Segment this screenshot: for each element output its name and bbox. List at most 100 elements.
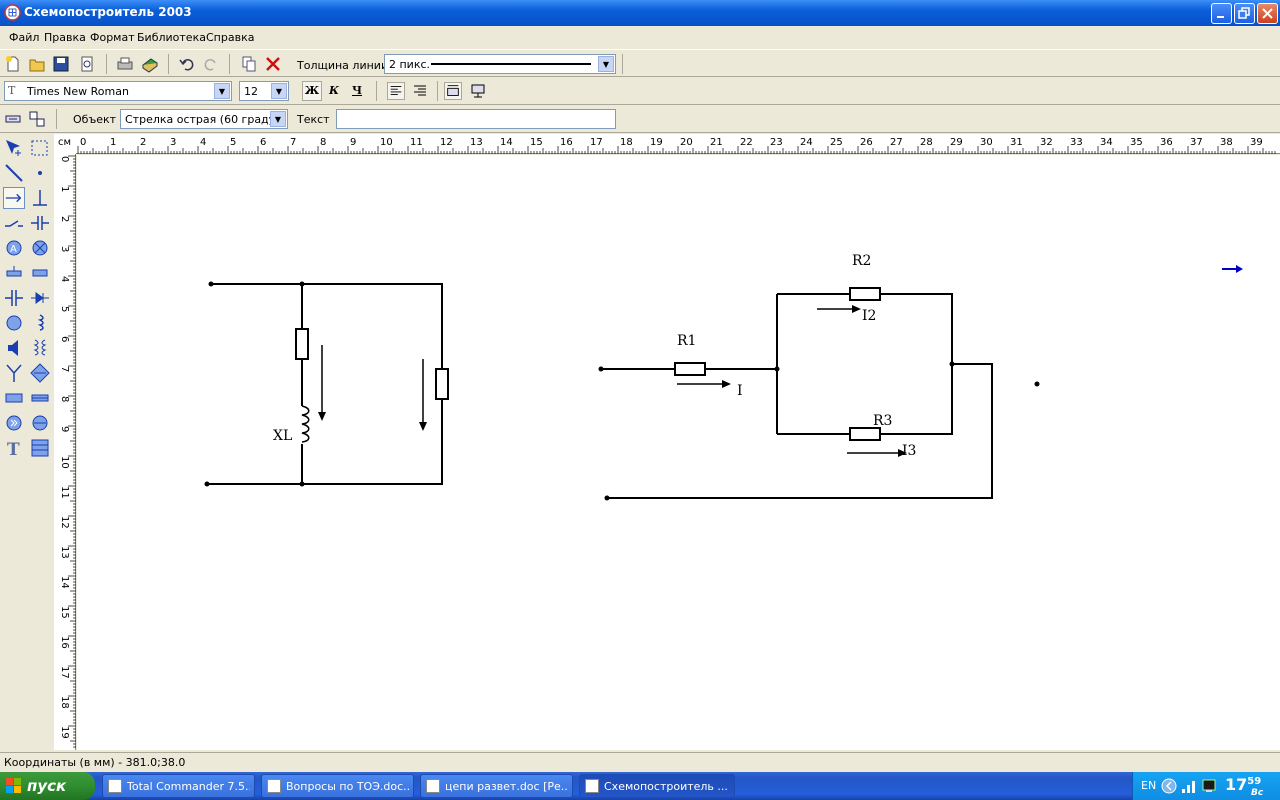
bold-button[interactable]: Ж (302, 81, 322, 101)
pointer-tool-icon[interactable] (3, 137, 25, 159)
transformer-tool-icon[interactable] (29, 337, 51, 359)
ruler-left-label: 14 (59, 576, 70, 589)
meter-tool-icon[interactable] (29, 412, 51, 434)
text-tool-icon[interactable]: T (3, 437, 25, 459)
label-i: I (737, 383, 743, 399)
capacitor-tool-icon[interactable] (29, 212, 51, 234)
app-icon (4, 4, 21, 21)
network-icon[interactable] (1201, 778, 1217, 794)
signal-icon[interactable] (1181, 778, 1199, 794)
task-word-circuits[interactable]: цепи развет.doc [Ре... (420, 774, 573, 798)
restore-button[interactable] (1234, 3, 1255, 24)
antenna-tool-icon[interactable] (3, 362, 25, 384)
menu-format[interactable]: Формат (90, 31, 135, 44)
book-icon[interactable] (141, 55, 159, 73)
undo-icon[interactable] (178, 55, 196, 73)
capacitor-v-tool-icon[interactable] (3, 287, 25, 309)
motor-tool-icon[interactable] (3, 312, 25, 334)
task-schemopostroitel[interactable]: Схемопостроитель ... (579, 774, 735, 798)
task-label: Схемопостроитель ... (604, 780, 728, 793)
start-button[interactable]: пуск (0, 772, 95, 800)
blue-arrow (1222, 265, 1243, 273)
chevron-down-icon[interactable]: ▼ (598, 56, 614, 72)
task-word-questions[interactable]: Вопросы по ТОЭ.doc... (261, 774, 414, 798)
arrow-tool-icon[interactable] (3, 187, 25, 209)
font-size-select[interactable]: 12 ▼ (239, 81, 289, 101)
task-total-commander[interactable]: Total Commander 7.5... (102, 774, 255, 798)
close-button[interactable] (1257, 3, 1278, 24)
ruler-top-label: 18 (620, 137, 633, 148)
ruler-top-label: 27 (890, 137, 903, 148)
resistor-tool-icon[interactable] (29, 262, 51, 284)
menu-edit[interactable]: Правка (44, 31, 86, 44)
ruler-top-label: 30 (980, 137, 993, 148)
underline-button[interactable]: Ч (351, 84, 363, 97)
svg-text:A: A (10, 244, 17, 255)
block-tool-icon[interactable] (3, 387, 25, 409)
minimize-button[interactable] (1211, 3, 1232, 24)
line-preview (431, 63, 591, 65)
align-left-icon[interactable] (387, 82, 405, 100)
label-xl: XL (273, 428, 292, 444)
menu-help[interactable]: Справка (206, 31, 255, 44)
group-icon[interactable] (28, 110, 46, 128)
coordinates-text: Координаты (в мм) - 381.0;38.0 (4, 756, 186, 769)
inductor-tool-icon[interactable] (29, 312, 51, 334)
redo-icon[interactable] (202, 55, 220, 73)
ground-tool-icon[interactable] (29, 187, 51, 209)
ruler-top-label: 21 (710, 137, 723, 148)
valign-center-icon[interactable] (469, 82, 487, 100)
italic-button[interactable]: К (328, 84, 339, 97)
ruler-top-label: 11 (410, 137, 423, 148)
menu-file[interactable]: Файл (9, 31, 40, 44)
ruler-top-label: 14 (500, 137, 513, 148)
line-width-label: Толщина линии (297, 59, 389, 72)
object-select[interactable]: Стрелка острая (60 градусов) ▼ (120, 109, 288, 129)
ruler-top-label: 17 (590, 137, 603, 148)
text-input[interactable] (336, 109, 616, 129)
new-file-icon[interactable] (4, 55, 22, 73)
source-tool-icon[interactable] (3, 412, 25, 434)
ruler-top-label: 36 (1160, 137, 1173, 148)
chevron-down-icon[interactable]: ▼ (271, 83, 287, 99)
font-select[interactable]: T Times New Roman ▼ (4, 81, 232, 101)
delete-icon[interactable] (264, 55, 282, 73)
language-indicator[interactable]: EN (1141, 779, 1157, 792)
rhombus-tool-icon[interactable] (29, 362, 51, 384)
table-tool-icon[interactable] (29, 437, 51, 459)
menu-library[interactable]: Библиотека (137, 31, 206, 44)
ammeter-tool-icon[interactable]: A (3, 237, 25, 259)
chevron-left-icon[interactable] (1161, 778, 1177, 794)
copy-icon[interactable] (240, 55, 258, 73)
line-width-select[interactable]: 2 пикс. ▼ (384, 54, 616, 74)
ruler-left-label: 18 (59, 696, 70, 709)
ruler-left-label: 9 (59, 426, 70, 432)
print-preview-icon[interactable] (78, 55, 96, 73)
diode-tool-icon[interactable] (29, 287, 51, 309)
fuse-tool-icon[interactable] (3, 262, 25, 284)
drawing-canvas[interactable]: XL R1 R2 R3 I I2 I3 (77, 155, 1280, 750)
valign-top-icon[interactable] (444, 82, 462, 100)
switch-tool-icon[interactable] (3, 212, 25, 234)
print-icon[interactable] (116, 55, 134, 73)
object-props-icon[interactable] (4, 110, 22, 128)
ruler-top-label: 24 (800, 137, 813, 148)
separator (56, 109, 57, 129)
speaker-tool-icon[interactable] (3, 337, 25, 359)
point-tool-icon[interactable] (29, 162, 51, 184)
arrowhead-i (722, 380, 731, 388)
right-circuit-wires (601, 293, 993, 499)
bus-tool-icon[interactable] (29, 387, 51, 409)
chevron-down-icon[interactable]: ▼ (214, 83, 230, 99)
chevron-down-icon[interactable]: ▼ (270, 111, 286, 127)
lamp-tool-icon[interactable] (29, 237, 51, 259)
ruler-top-label: 37 (1190, 137, 1203, 148)
ruler-top-label: 13 (470, 137, 483, 148)
align-right-icon[interactable] (411, 82, 429, 100)
open-file-icon[interactable] (28, 55, 46, 73)
ruler-top-label: 35 (1130, 137, 1143, 148)
select-rect-icon[interactable] (29, 137, 51, 159)
save-icon[interactable] (52, 55, 70, 73)
line-tool-icon[interactable] (3, 162, 25, 184)
font-type-icon: T (8, 84, 16, 97)
